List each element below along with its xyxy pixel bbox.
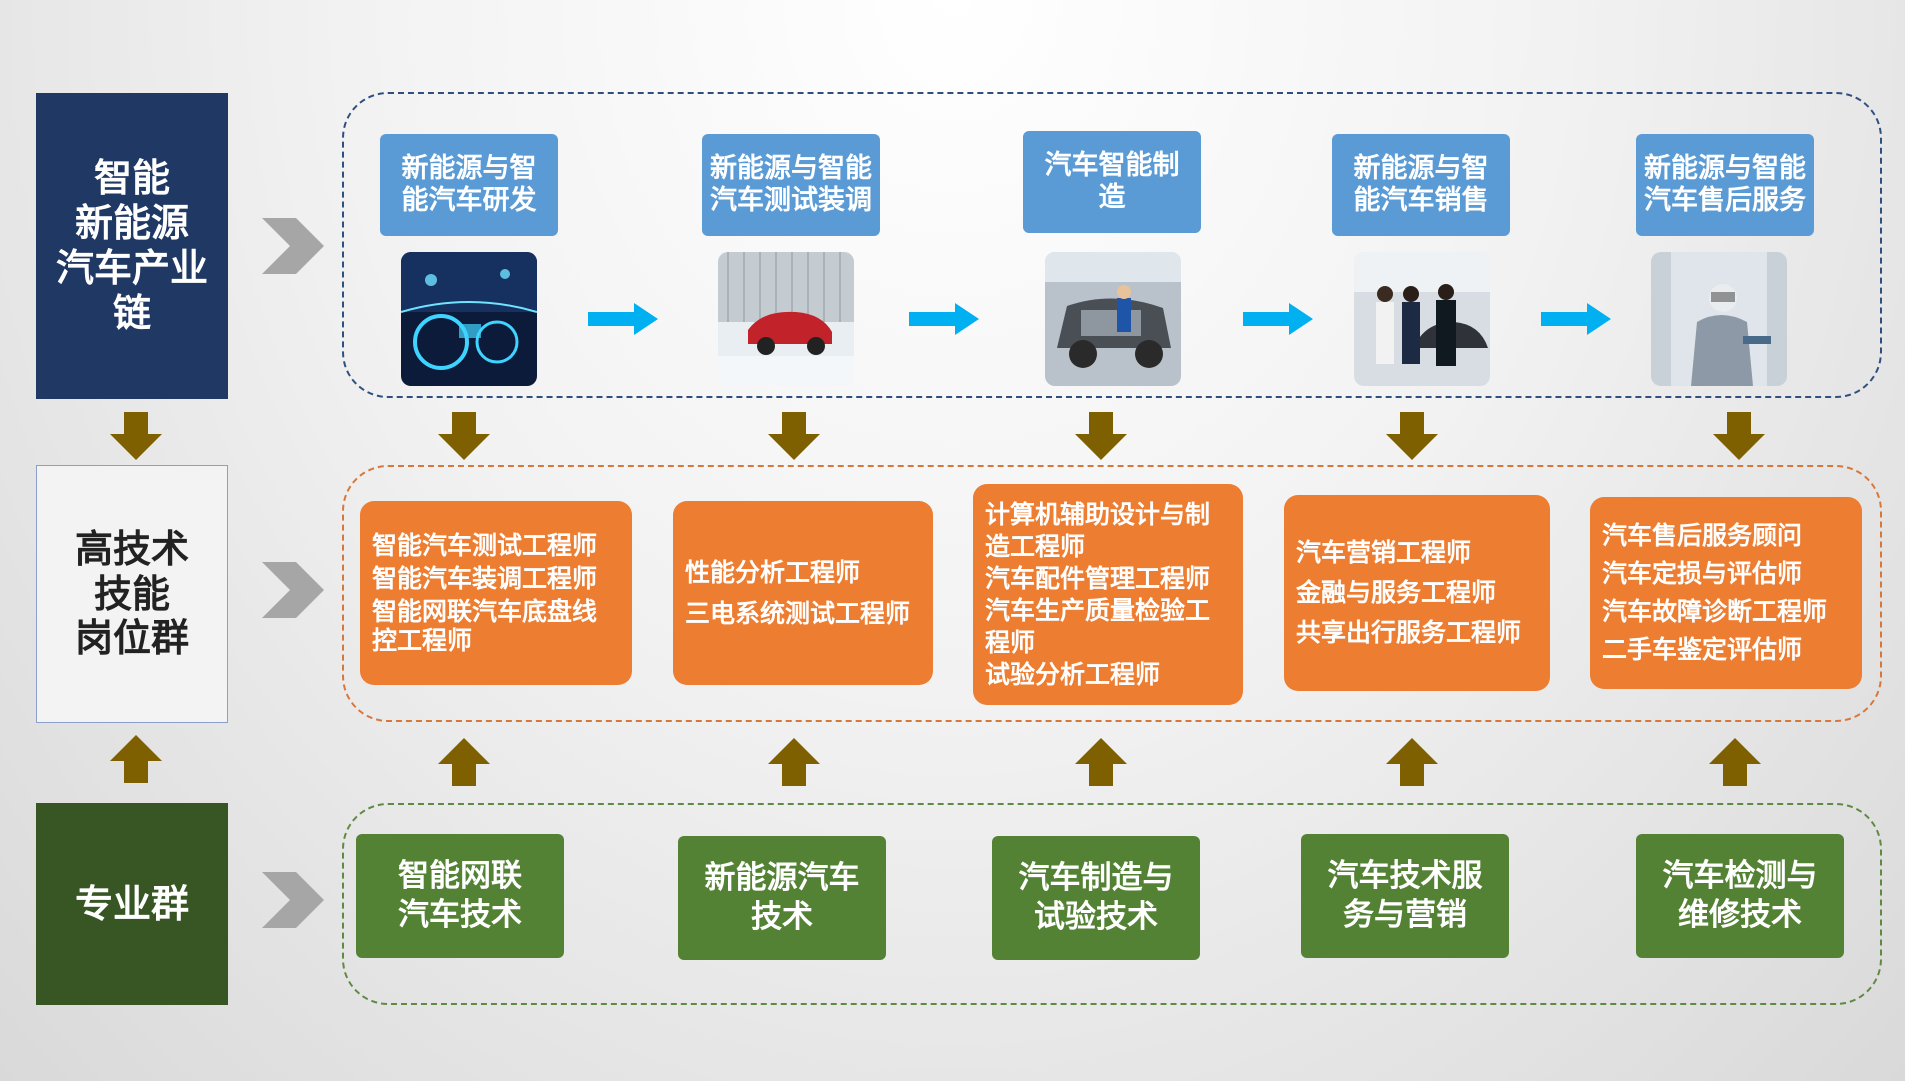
job-title: 造工程师 (985, 531, 1086, 561)
arrow-up-icon (1709, 738, 1761, 786)
job-title: 智能汽车测试工程师 (372, 531, 598, 560)
photo-manufacturing (1045, 252, 1181, 386)
major-inspection-repair: 汽车检测与 维修技术 (1636, 834, 1844, 958)
job-group-service: 汽车售后服务顾问 汽车定损与评估师 汽车故障诊断工程师 二手车鉴定评估师 (1590, 497, 1862, 689)
major-new-energy: 新能源汽车 技术 (678, 836, 886, 960)
chain-title-service: 新能源与智能 汽车售后服务 (1636, 134, 1814, 236)
job-group-manufacturing: 计算机辅助设计与制 造工程师 汽车配件管理工程师 汽车生产质量检验工 程师 试验… (973, 484, 1243, 705)
chain-title-manufacturing: 汽车智能制 造 (1023, 131, 1201, 233)
job-title: 智能网联汽车底盘线 (372, 597, 598, 626)
photo-test-chamber (718, 252, 854, 386)
major-manufacturing-testing: 汽车制造与 试验技术 (992, 836, 1200, 960)
job-group-frame (342, 465, 1882, 722)
arrow-up-icon (768, 738, 820, 786)
chevron-right-icon (262, 562, 324, 618)
job-group-rd: 智能汽车测试工程师 智能汽车装调工程师 智能网联汽车底盘线 控工程师 (360, 501, 632, 685)
arrow-down-icon (1386, 412, 1438, 460)
arrow-right-icon (588, 303, 658, 335)
major-intelligent-connected: 智能网联 汽车技术 (356, 834, 564, 958)
job-title: 汽车营销工程师 (1296, 538, 1472, 567)
arrow-right-icon (1541, 303, 1611, 335)
arrow-right-icon (1243, 303, 1313, 335)
category-industry-chain: 智能 新能源 汽车产业 链 (36, 93, 228, 399)
arrow-up-icon (438, 738, 490, 786)
major-group-frame (342, 803, 1882, 1005)
arrow-down-icon (768, 412, 820, 460)
chevron-right-icon (262, 218, 324, 274)
job-title: 共享出行服务工程师 (1296, 618, 1522, 647)
job-title: 控工程师 (372, 626, 473, 655)
job-title: 汽车生产质量检验工 (985, 595, 1211, 625)
job-title: 金融与服务工程师 (1296, 578, 1497, 607)
industry-chain-frame (342, 92, 1882, 398)
major-service-marketing: 汽车技术服 务与营销 (1301, 834, 1509, 958)
arrow-up-icon (1386, 738, 1438, 786)
arrow-down-icon (110, 412, 162, 460)
job-title: 汽车定损与评估师 (1602, 559, 1803, 588)
job-title: 试验分析工程师 (985, 659, 1161, 689)
chain-title-sales: 新能源与智 能汽车销售 (1332, 134, 1510, 236)
job-group-testing: 性能分析工程师 三电系统测试工程师 (673, 501, 933, 685)
job-title: 汽车售后服务顾问 (1602, 521, 1803, 550)
arrow-down-icon (438, 412, 490, 460)
arrow-up-icon (1075, 738, 1127, 786)
arrow-down-icon (1713, 412, 1765, 460)
job-title: 二手车鉴定评估师 (1602, 635, 1803, 664)
job-title: 汽车故障诊断工程师 (1602, 597, 1828, 626)
arrow-up-icon (110, 735, 162, 783)
job-group-sales: 汽车营销工程师 金融与服务工程师 共享出行服务工程师 (1284, 495, 1550, 691)
arrow-down-icon (1075, 412, 1127, 460)
job-title: 智能汽车装调工程师 (372, 564, 598, 593)
arrow-right-icon (909, 303, 979, 335)
job-title: 性能分析工程师 (685, 558, 861, 587)
photo-showroom-sales (1354, 252, 1490, 386)
chain-title-rd: 新能源与智 能汽车研发 (380, 134, 558, 236)
job-title: 三电系统测试工程师 (685, 599, 911, 628)
category-major-group: 专业群 (36, 803, 228, 1005)
chevron-right-icon (262, 872, 324, 928)
photo-smart-dashboard (401, 252, 537, 386)
job-title: 程师 (985, 627, 1036, 657)
category-job-group: 高技术 技能 岗位群 (36, 465, 228, 723)
photo-after-sales (1651, 252, 1787, 386)
job-title: 计算机辅助设计与制 (985, 499, 1211, 529)
job-title: 汽车配件管理工程师 (985, 563, 1211, 593)
chain-title-testing: 新能源与智能 汽车测试装调 (702, 134, 880, 236)
